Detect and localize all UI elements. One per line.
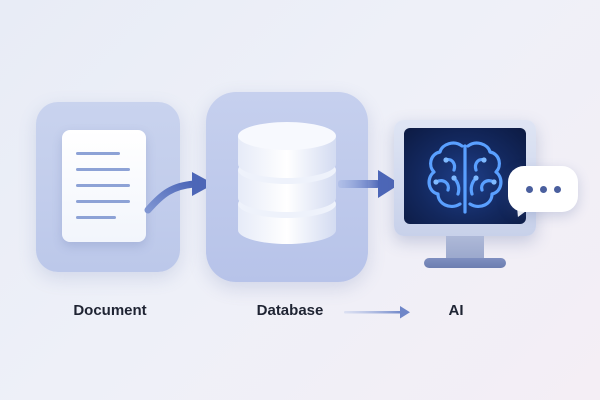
document-icon — [62, 130, 146, 242]
typing-dot — [553, 185, 561, 193]
label-arrow — [344, 306, 410, 319]
monitor-base — [424, 258, 506, 268]
arrow-document-to-database — [144, 172, 214, 214]
label-ai: AI — [448, 302, 464, 319]
document-line — [76, 200, 130, 203]
document-line — [76, 184, 130, 187]
label-database: Database — [256, 302, 324, 319]
monitor-stand — [446, 236, 484, 260]
document-line — [76, 168, 130, 171]
typing-dot — [539, 185, 547, 193]
label-document: Document — [73, 302, 147, 319]
arrow-database-to-ai — [338, 170, 400, 198]
document-line — [76, 152, 120, 155]
typing-dot — [525, 185, 533, 193]
document-line — [76, 216, 116, 219]
database-icon — [238, 122, 336, 244]
chat-bubble-icon — [508, 166, 578, 212]
brain-icon — [427, 141, 503, 214]
